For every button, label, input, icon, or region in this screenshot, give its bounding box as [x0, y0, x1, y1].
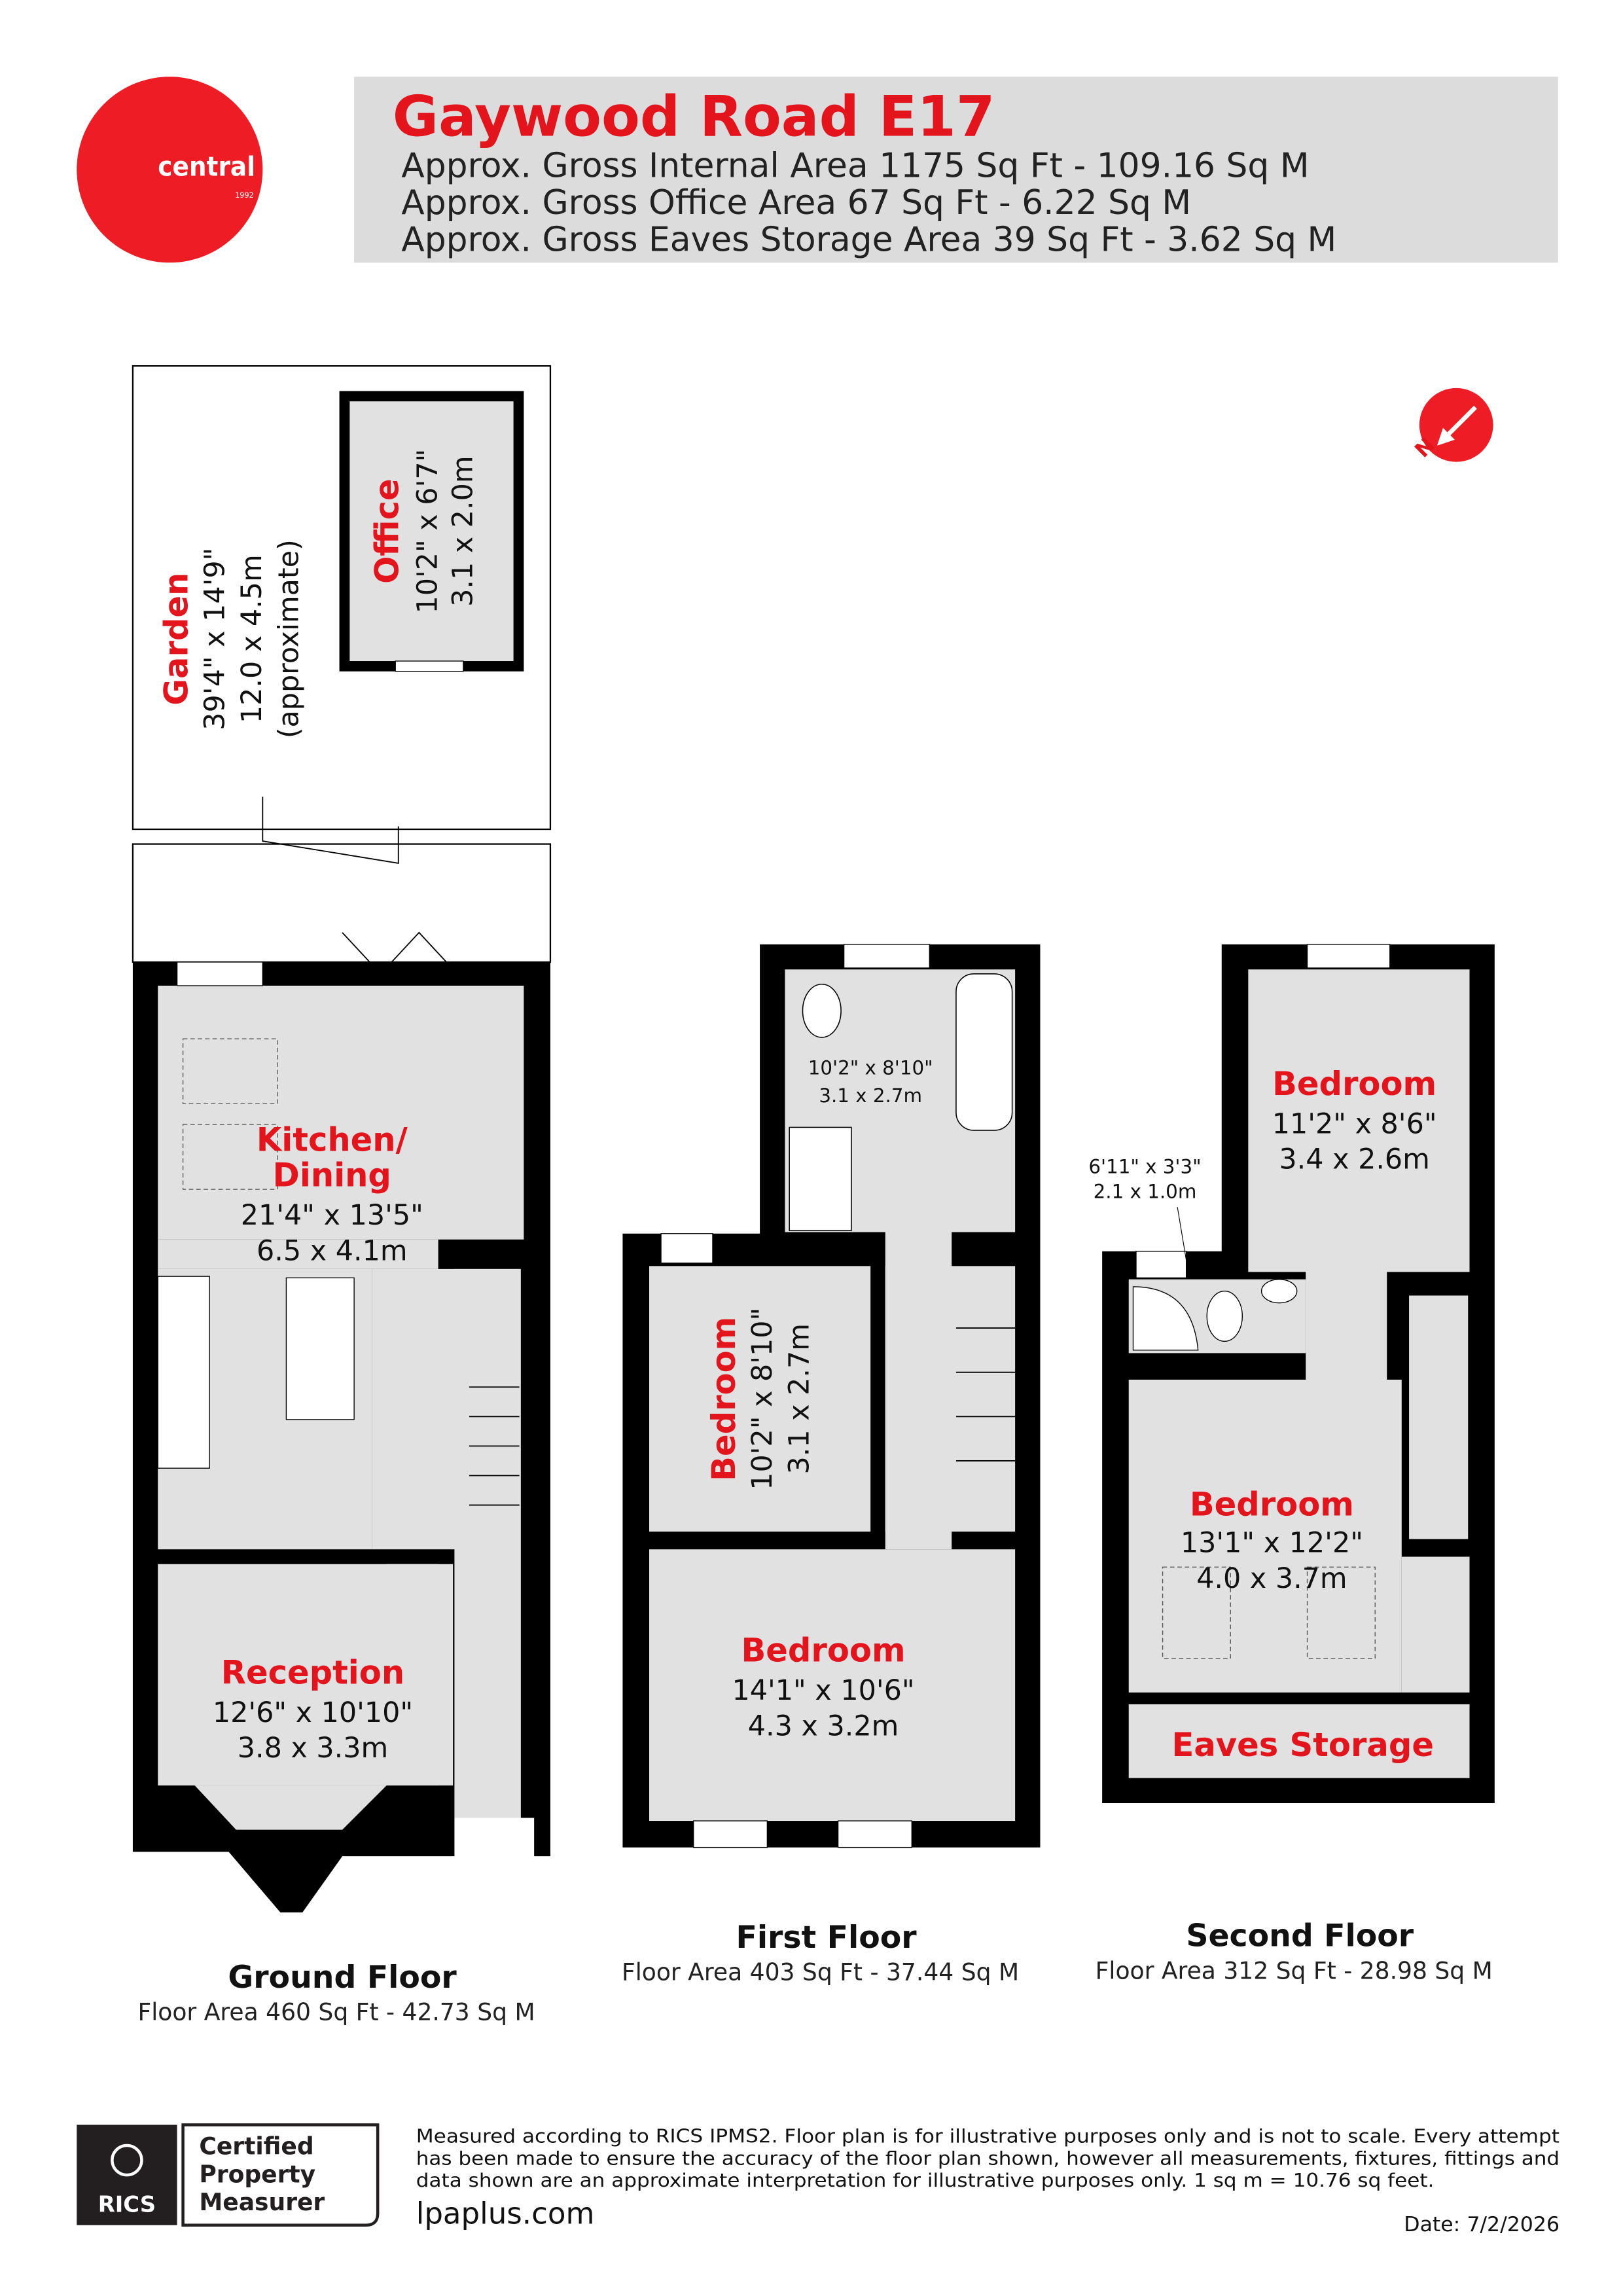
staircase: [469, 1386, 520, 1506]
gross-internal-area: Approx. Gross Internal Area 1175 Sq Ft -…: [401, 147, 1309, 186]
office-label: Office: [368, 478, 406, 583]
sf-top-bedroom-dim-metric: 3.4 x 2.6m: [1279, 1143, 1430, 1176]
garden-dim-imperial: 39'4" x 14'9": [199, 548, 232, 730]
second-floor-plan: Bedroom 11'2" x 8'6" 3.4 x 2.6m 6'11" x …: [1088, 944, 1495, 1984]
brand-logo-text: central: [158, 151, 255, 182]
bathroom-dim-imperial: 10'2" x 8'10": [808, 1056, 933, 1079]
ff-small-bedroom-dim-imperial: 10'2" x 8'10": [746, 1308, 779, 1490]
kitchen-dim-imperial: 21'4" x 13'5": [241, 1199, 423, 1232]
rics-badge: RICS Certified Property Measurer: [77, 2123, 380, 2227]
first-floor-title: First Floor: [736, 1920, 917, 1956]
ff-large-bedroom-label: Bedroom: [741, 1632, 905, 1670]
office-dim-metric: 3.1 x 2.0m: [446, 456, 479, 607]
bathroom-dim-metric: 3.1 x 2.7m: [819, 1085, 922, 1107]
garden-label: Garden: [157, 573, 195, 706]
bathtub: [955, 973, 1013, 1131]
sf-top-bedroom-label: Bedroom: [1272, 1065, 1436, 1103]
website-link[interactable]: lpaplus.com: [416, 2197, 595, 2231]
gross-office-area: Approx. Gross Office Area 67 Sq Ft - 6.2…: [401, 183, 1191, 223]
gross-eaves-area: Approx. Gross Eaves Storage Area 39 Sq F…: [401, 220, 1336, 259]
badge-line-1: Certified: [199, 2133, 313, 2161]
ground-floor-area: Floor Area 460 Sq Ft - 42.73 Sq M: [138, 1998, 535, 2026]
ground-floor-plan: Kitchen/ Dining 21'4" x 13'5" 6.5 x 4.1m…: [132, 365, 552, 2026]
rics-logo-text: RICS: [98, 2191, 156, 2217]
eaves-storage-area: [1128, 1704, 1470, 1778]
ff-small-bedroom-dim-metric: 3.1 x 2.7m: [783, 1323, 815, 1475]
patio-area: [132, 843, 552, 963]
reception-dim-imperial: 12'6" x 10'10": [213, 1696, 413, 1729]
second-floor-title: Second Floor: [1186, 1918, 1414, 1954]
garden-note: (approximate): [272, 539, 305, 738]
kitchen-counter: [157, 1276, 210, 1469]
kitchen-dim-metric: 6.5 x 4.1m: [257, 1234, 408, 1267]
basin: [1260, 1278, 1298, 1304]
plan-date: Date: 7/2/2026: [1404, 2213, 1560, 2236]
brand-logo-year: 1992: [235, 191, 254, 200]
header: central 1992 Gaywood Road E17 Approx. Gr…: [77, 77, 1558, 263]
staircase: [955, 1327, 1016, 1462]
sf-top-bedroom-dim-imperial: 11'2" x 8'6": [1272, 1107, 1437, 1140]
shower-tray: [789, 1126, 852, 1232]
first-floor-area: Floor Area 403 Sq Ft - 37.44 Sq M: [622, 1959, 1019, 1986]
ff-small-bedroom-label: Bedroom: [705, 1317, 743, 1481]
kitchen-island: [285, 1277, 355, 1420]
kitchen-label-1: Kitchen/: [257, 1121, 408, 1159]
rics-lion-icon: [111, 2144, 143, 2177]
toilet: [802, 983, 842, 1038]
sf-main-bedroom-dim-imperial: 13'1" x 12'2": [1181, 1527, 1363, 1560]
first-floor-plan: 10'2" x 8'10" 3.1 x 2.7m Bedroom 10'2" x…: [622, 944, 1041, 1986]
ff-large-bedroom-dim-metric: 4.3 x 3.2m: [748, 1710, 899, 1742]
kitchen-label-2: Dining: [273, 1157, 391, 1194]
disclaimer-line-2: has been made to ensure the accuracy of …: [416, 2147, 1560, 2169]
footer: RICS Certified Property Measurer Measure…: [77, 2123, 1560, 2236]
shower-room-dim-imperial: 6'11" x 3'3": [1088, 1155, 1201, 1177]
sf-main-bedroom-label: Bedroom: [1190, 1485, 1354, 1523]
reception-dim-metric: 3.8 x 3.3m: [238, 1732, 389, 1765]
reception-label: Reception: [221, 1653, 404, 1691]
office-dim-imperial: 10'2" x 6'7": [411, 449, 444, 614]
corner-shower: [1132, 1286, 1199, 1351]
shower-room-dim-metric: 2.1 x 1.0m: [1094, 1181, 1197, 1203]
toilet: [1206, 1291, 1243, 1342]
disclaimer-line-3: data shown are an approximate interpreta…: [416, 2170, 1435, 2191]
badge-line-3: Measurer: [199, 2189, 325, 2216]
property-title: Gaywood Road E17: [393, 84, 995, 149]
north-arrow-icon: N: [1410, 387, 1493, 462]
sf-main-bedroom-dim-metric: 4.0 x 3.7m: [1196, 1562, 1347, 1595]
garden-dim-metric: 12.0 x 4.5m: [236, 554, 268, 723]
brand-logo: [77, 77, 263, 263]
second-floor-area: Floor Area 312 Sq Ft - 28.98 Sq M: [1096, 1957, 1493, 1984]
eaves-storage-label: Eaves Storage: [1171, 1726, 1434, 1764]
ff-large-bedroom-dim-imperial: 14'1" x 10'6": [732, 1674, 915, 1707]
disclaimer-line-1: Measured according to RICS IPMS2. Floor …: [416, 2126, 1560, 2147]
badge-line-2: Property: [199, 2161, 315, 2188]
header-box: [354, 77, 1558, 263]
ground-floor-title: Ground Floor: [228, 1960, 457, 1996]
